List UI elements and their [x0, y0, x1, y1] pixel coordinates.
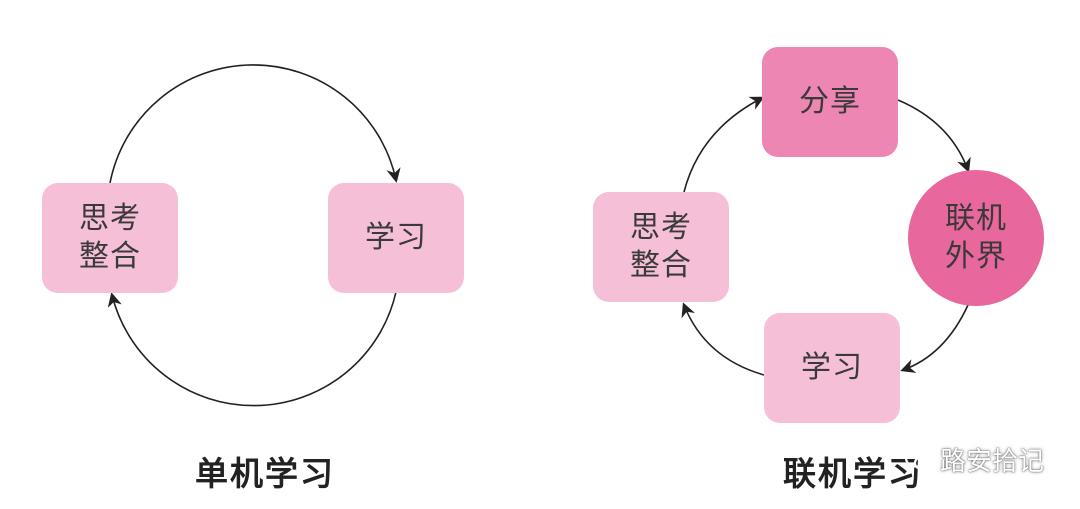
node-share: 分享 — [762, 47, 898, 157]
node-label-line: 外界 — [945, 239, 1007, 274]
node-learn-right: 学习 — [764, 313, 900, 423]
node-think-integrate-left: 思考 整合 — [42, 183, 178, 293]
node-label-line: 分享 — [799, 84, 861, 119]
node-label-line: 学习 — [801, 350, 863, 385]
node-connect-outside: 联机 外界 — [908, 170, 1044, 306]
caption-connected-learning: 联机学习 — [783, 454, 923, 493]
arrow-think-to-share — [683, 96, 765, 193]
node-label-line: 整合 — [630, 248, 692, 283]
watermark: 路安拾记 — [904, 441, 1044, 478]
node-label-line: 思考 — [79, 201, 141, 236]
arrow-share-to-connect — [897, 99, 971, 173]
arrow-learn-to-think-right — [681, 302, 765, 376]
arrow-think-to-learn-left — [109, 64, 401, 184]
node-label-line: 学习 — [365, 220, 427, 255]
node-label-line: 思考 — [630, 210, 692, 245]
wechat-icon — [904, 445, 934, 475]
node-label-line: 联机 — [945, 201, 1007, 236]
watermark-text: 路安拾记 — [939, 447, 1044, 477]
arrow-learn-to-think-left — [107, 291, 397, 407]
caption-standalone-learning: 单机学习 — [195, 454, 335, 493]
node-label-line: 整合 — [79, 239, 141, 274]
node-think-integrate-right: 思考 整合 — [593, 192, 729, 302]
arrow-connect-to-learn — [900, 304, 969, 373]
node-learn-left: 学习 — [328, 183, 464, 293]
